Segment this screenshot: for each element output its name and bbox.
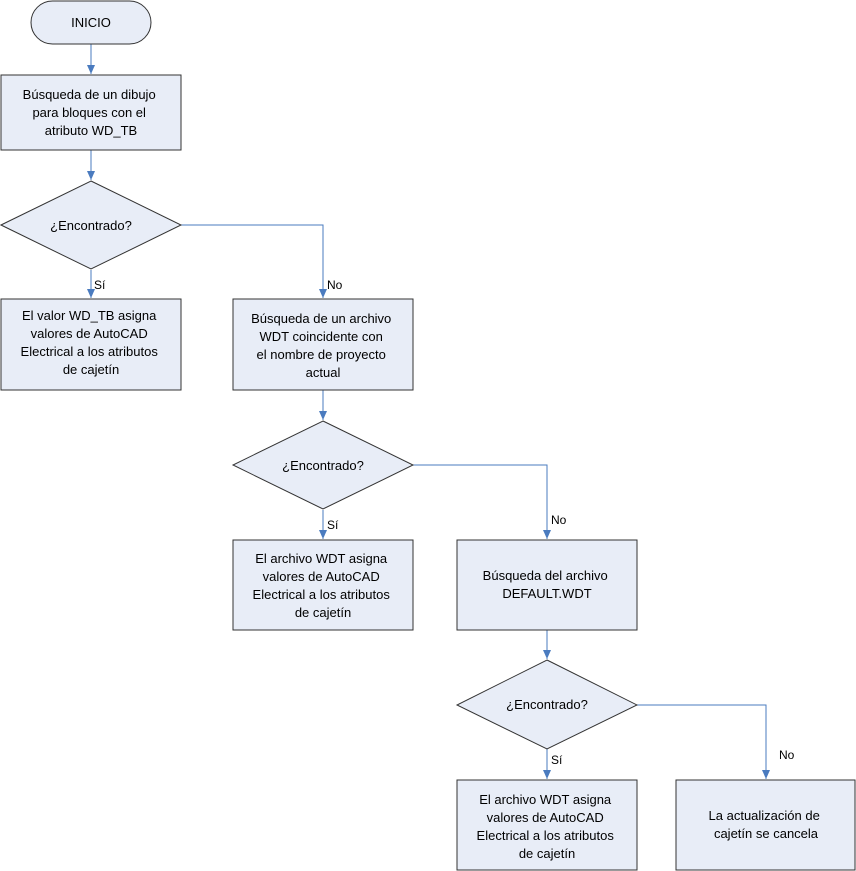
edge-label-d2-yes: Sí (327, 518, 339, 532)
process-cancel-label: La actualización de cajetín se cancela (709, 808, 824, 841)
start-node: INICIO (30, 0, 152, 45)
process-search-drawing: Búsqueda de un dibujo para bloques con e… (0, 74, 182, 151)
process-wdt-assign-label: El archivo WDT asigna valores de AutoCAD… (253, 551, 394, 620)
edge-label-d1-yes: Sí (94, 278, 106, 292)
decision-1: ¿Encontrado? (0, 180, 183, 270)
edge-decision2-no (413, 464, 551, 539)
process-search-default-label: Búsqueda del archivo DEFAULT.WDT (483, 568, 612, 601)
edge-label-d2-no: No (551, 513, 567, 527)
process-wdtb-assign: El valor WD_TB asigna valores de AutoCAD… (0, 298, 182, 391)
edge-decision3-no (637, 704, 770, 779)
edge-label-d3-yes: Sí (551, 753, 563, 767)
process-search-wdt: Búsqueda de un archivo WDT coincidente c… (232, 298, 414, 391)
decision-3: ¿Encontrado? (455, 659, 639, 750)
start-node-label: INICIO (71, 15, 111, 30)
decision-2-label: ¿Encontrado? (282, 458, 364, 473)
process-search-default: Búsqueda del archivo DEFAULT.WDT (456, 539, 638, 631)
edge-label-d1-no: No (327, 278, 343, 292)
decision-2: ¿Encontrado? (231, 420, 415, 510)
decision-3-label: ¿Encontrado? (506, 697, 588, 712)
connectors (87, 44, 770, 779)
process-wdtb-assign-label: El valor WD_TB asigna valores de AutoCAD… (21, 308, 162, 377)
process-default-assign: El archivo WDT asigna valores de AutoCAD… (456, 779, 638, 871)
decision-1-label: ¿Encontrado? (50, 218, 132, 233)
process-cancel: La actualización de cajetín se cancela (675, 779, 856, 871)
edge-decision1-no (181, 224, 327, 298)
edge-label-d3-no: No (779, 748, 795, 762)
process-search-wdt-label: Búsqueda de un archivo WDT coincidente c… (251, 311, 395, 380)
process-wdt-assign: El archivo WDT asigna valores de AutoCAD… (232, 539, 414, 631)
process-search-drawing-label: Búsqueda de un dibujo para bloques con e… (23, 87, 160, 138)
process-default-assign-label: El archivo WDT asigna valores de AutoCAD… (477, 792, 618, 861)
